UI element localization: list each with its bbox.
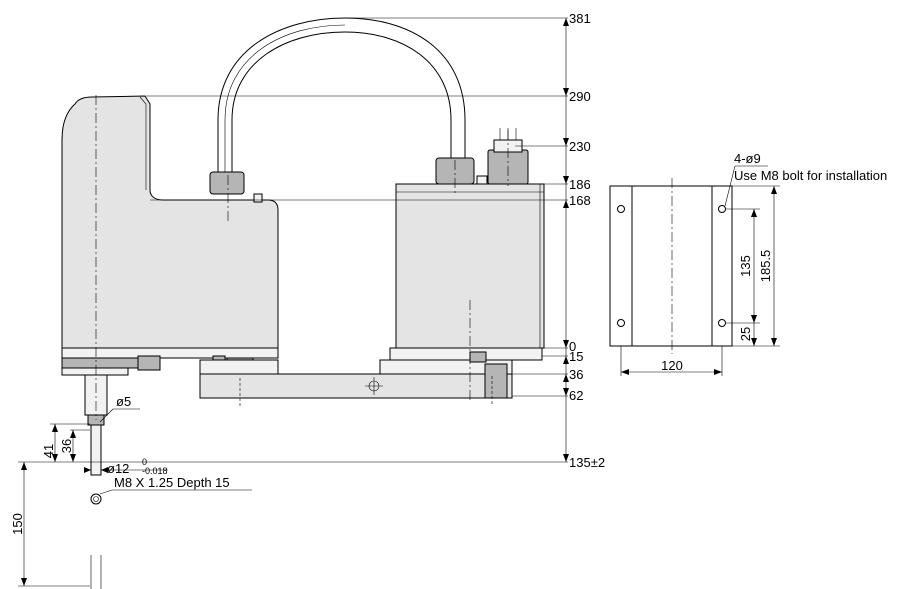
base-top-view xyxy=(609,165,780,376)
height-135-label: 135±2 xyxy=(569,455,605,470)
controller-box xyxy=(389,128,545,363)
robot-arm xyxy=(61,95,279,376)
dim-185-label: 185.5 xyxy=(758,250,773,283)
height-15-label: 15 xyxy=(569,349,583,364)
holes-label: 4-ø9 xyxy=(734,151,761,166)
shaft-diameter-12-label: ø12 xyxy=(107,461,129,476)
height-381-label: 381 xyxy=(569,11,591,26)
shaft-tolerance-upper: 0 xyxy=(142,457,147,467)
height-168-label: 168 xyxy=(569,193,591,208)
center-lines xyxy=(95,95,509,420)
height-62-label: 62 xyxy=(569,388,583,403)
height-290-label: 290 xyxy=(569,89,591,104)
dim-135-label: 135 xyxy=(738,255,753,277)
dim-36-label: 36 xyxy=(59,439,74,453)
height-dimensions xyxy=(18,17,569,463)
height-36-label: 36 xyxy=(569,367,583,382)
dim-41-label: 41 xyxy=(41,444,56,458)
height-186-label: 186 xyxy=(569,177,591,192)
dim-120-label: 120 xyxy=(661,358,683,373)
shaft-dimensions xyxy=(18,408,252,587)
height-0-label: 0 xyxy=(569,339,576,354)
cable-duct xyxy=(217,17,466,178)
shaft-tolerance-lower: -0.018 xyxy=(142,466,168,476)
shaft-diameter-5-label: ø5 xyxy=(116,394,131,409)
bolt-note: Use M8 bolt for installation xyxy=(734,168,887,183)
dim-150-label: 150 xyxy=(10,513,25,535)
height-230-label: 230 xyxy=(569,139,591,154)
thread-note: M8 X 1.25 Depth 15 xyxy=(114,475,230,490)
dim-25-label: 25 xyxy=(738,327,753,341)
base-plate xyxy=(199,359,513,399)
